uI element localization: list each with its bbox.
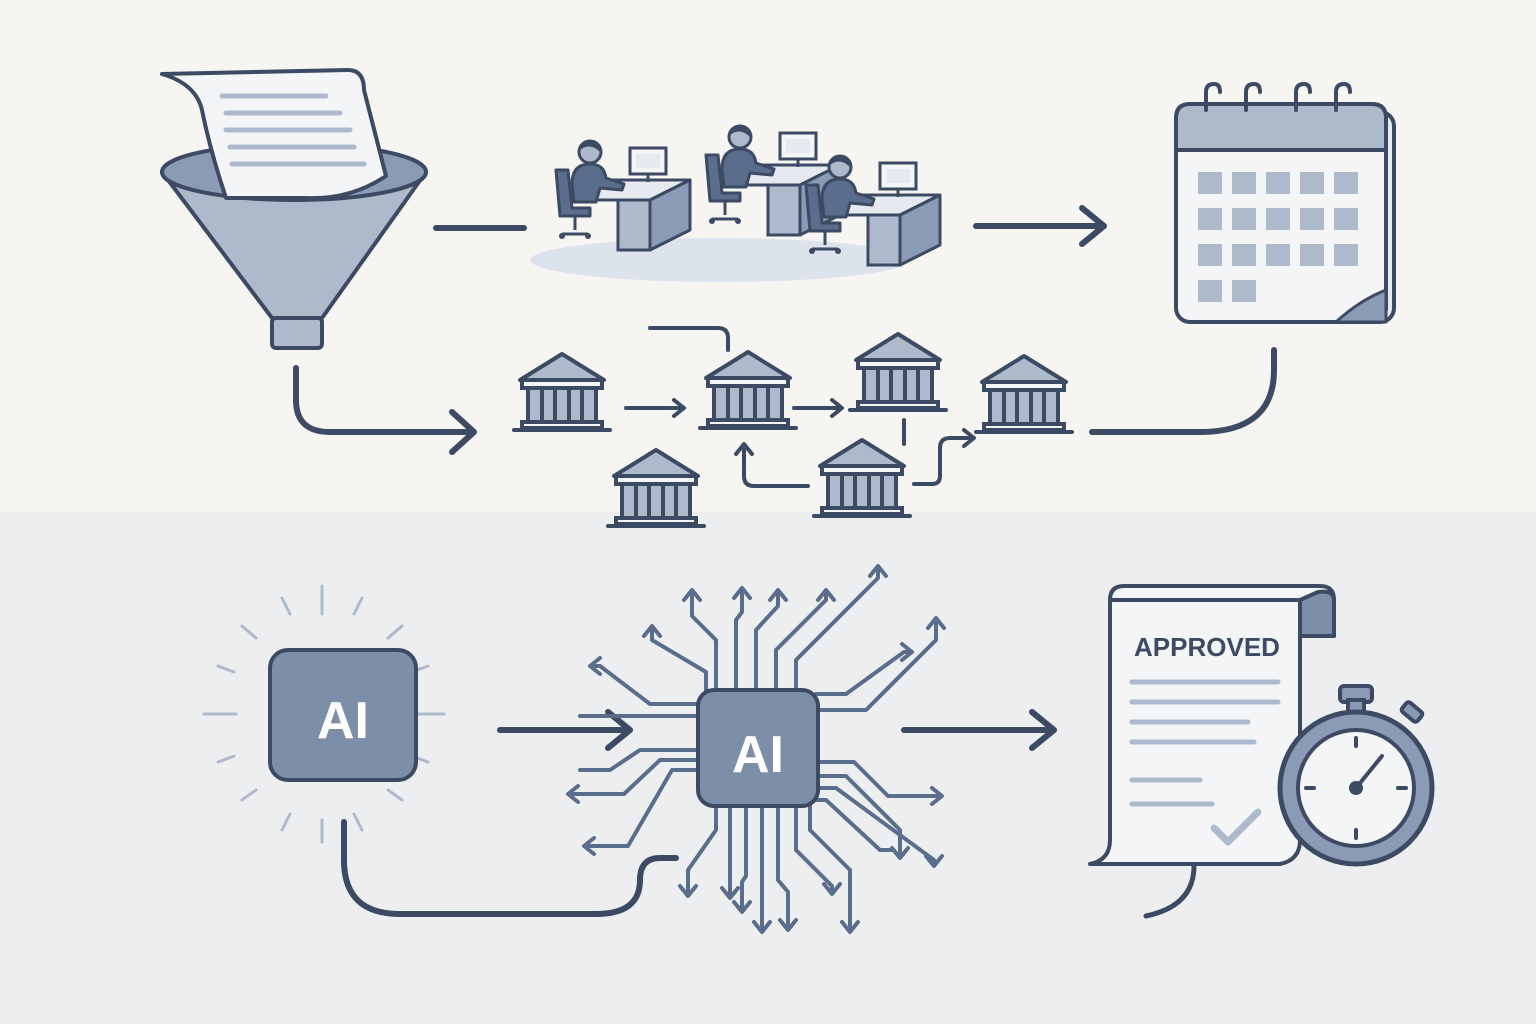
connector-banks-to-calendar	[1089, 347, 1277, 435]
arrow-to-calendar	[973, 205, 1107, 247]
approved-document-icon	[1088, 584, 1336, 919]
ai-hub-label: AI	[732, 726, 784, 784]
arrow-to-approved	[901, 709, 1057, 751]
connector-ai-to-hub	[341, 819, 679, 917]
ai-hub-chip	[696, 688, 820, 808]
stopwatch-icon	[1277, 684, 1435, 867]
office-workers-icon	[530, 123, 942, 282]
ai-source-label: AI	[317, 692, 369, 750]
bank-connectors	[624, 326, 976, 488]
arrow-funnel-to-banks	[293, 365, 477, 455]
checkmark-icon	[1210, 808, 1262, 846]
approved-label: APPROVED	[1134, 632, 1280, 662]
calendar-icon	[1174, 81, 1396, 324]
document-icon	[160, 68, 388, 201]
ai-chip-icon	[202, 584, 446, 844]
ai-network-hub-icon	[566, 564, 946, 934]
